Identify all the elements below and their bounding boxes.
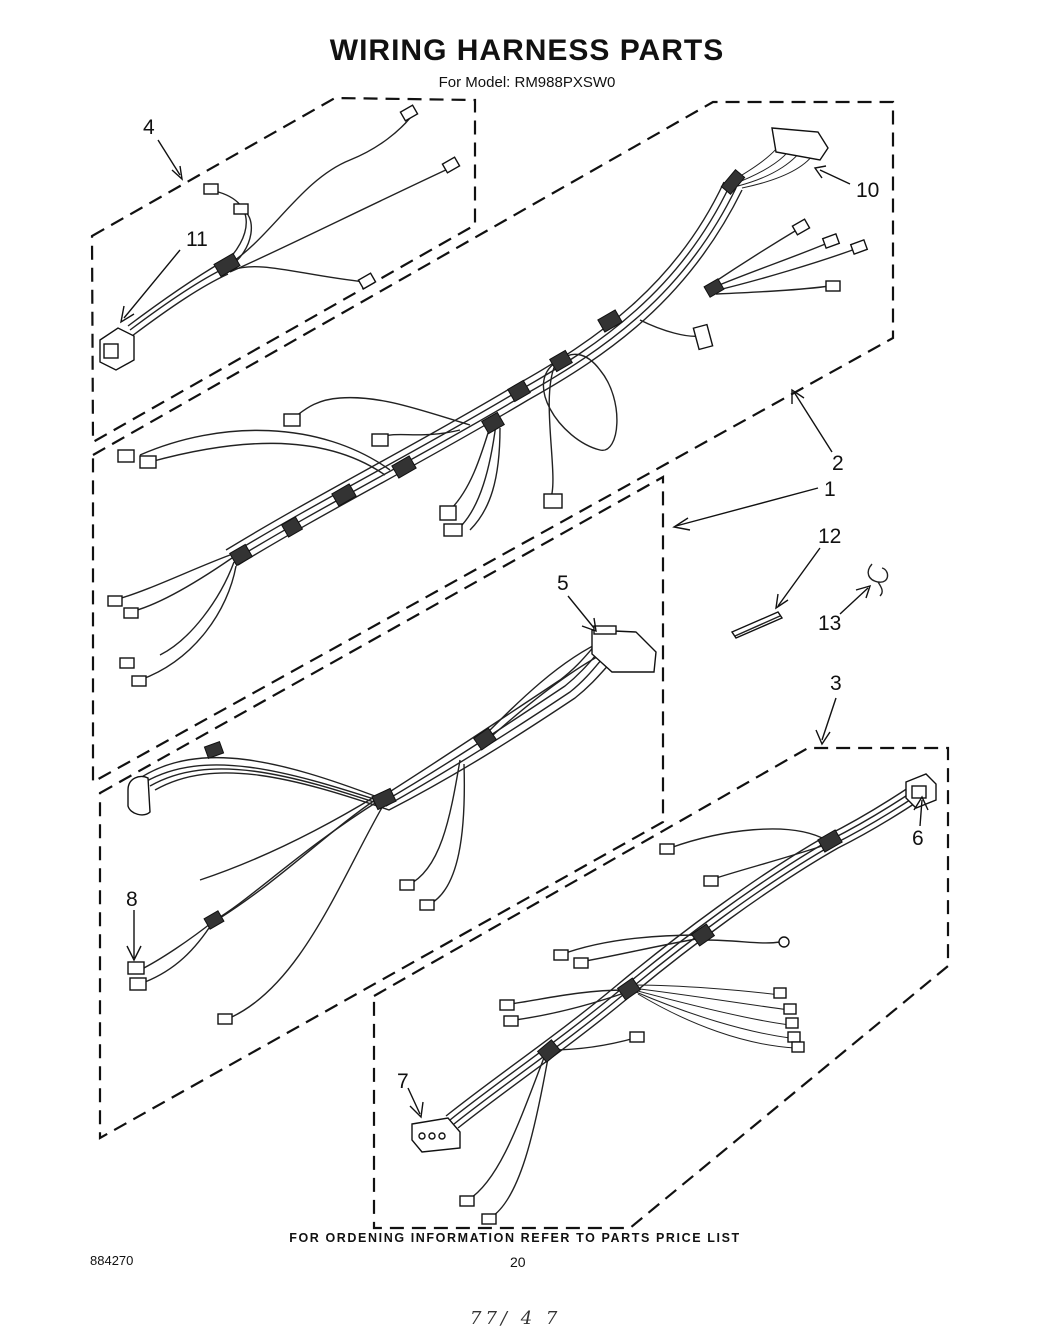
harness-part-4: [99, 104, 461, 371]
page-number: 20: [510, 1254, 526, 1270]
callout-8: 8: [126, 888, 138, 911]
group-box-2: [91, 100, 895, 784]
ordering-note: FOR ORDENING INFORMATION REFER TO PARTS …: [289, 1231, 741, 1245]
handwritten-mark: 77/ 4 7: [470, 1308, 562, 1329]
group-box-4: [90, 96, 477, 444]
callout-10: 10: [856, 179, 879, 202]
callout-3: 3: [830, 672, 842, 695]
callout-5: 5: [557, 572, 569, 595]
part-12-probe: [730, 611, 784, 639]
harness-part-3: [411, 773, 937, 1225]
callout-12: 12: [818, 525, 841, 548]
group-box-3: [372, 746, 950, 1230]
model-subtitle: For Model: RM988PXSW0: [438, 74, 616, 91]
part-13-clip: [867, 563, 889, 597]
callout-4: 4: [143, 116, 155, 139]
document-number: 884270: [90, 1253, 134, 1268]
callout-leaders: [120, 139, 929, 1119]
page-title: WIRING HARNESS PARTS: [329, 34, 725, 67]
callout-1: 1: [824, 478, 836, 501]
harness-part-1: [127, 625, 657, 1025]
callout-2: 2: [832, 452, 844, 475]
callout-7: 7: [397, 1070, 409, 1093]
callout-6: 6: [912, 827, 924, 850]
callout-11: 11: [186, 228, 208, 251]
callout-13: 13: [818, 612, 841, 635]
harness-part-2: [107, 127, 869, 687]
group-box-1: [98, 475, 665, 1140]
